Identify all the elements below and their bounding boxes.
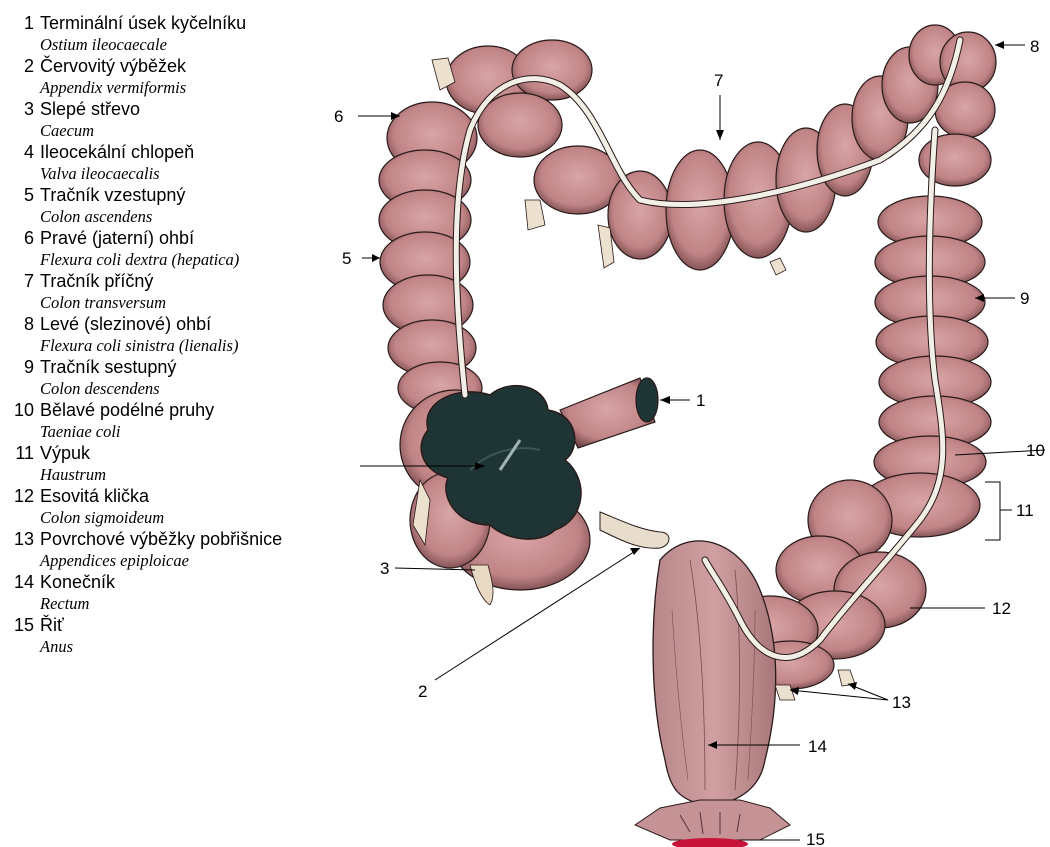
callout-label-13: 13 — [892, 693, 911, 712]
callout-label-14: 14 — [808, 737, 827, 756]
appendix — [600, 512, 669, 548]
callout-label-11: 11 — [1016, 501, 1034, 520]
callout-label-5: 5 — [342, 249, 351, 268]
callout-label-8: 8 — [1030, 37, 1039, 56]
callout-label-10: 10 — [1026, 441, 1045, 460]
callout-label-3: 3 — [380, 559, 389, 578]
callout-label-7: 7 — [714, 71, 723, 90]
callout-label-15: 15 — [806, 830, 825, 847]
callout-label-2: 2 — [418, 682, 427, 701]
callout-label-12: 12 — [992, 599, 1011, 618]
callout-bracket-11 — [985, 482, 1012, 540]
callout-label-1: 1 — [696, 391, 705, 410]
callout-label-9: 9 — [1020, 289, 1029, 308]
callout-label-6: 6 — [334, 107, 343, 126]
